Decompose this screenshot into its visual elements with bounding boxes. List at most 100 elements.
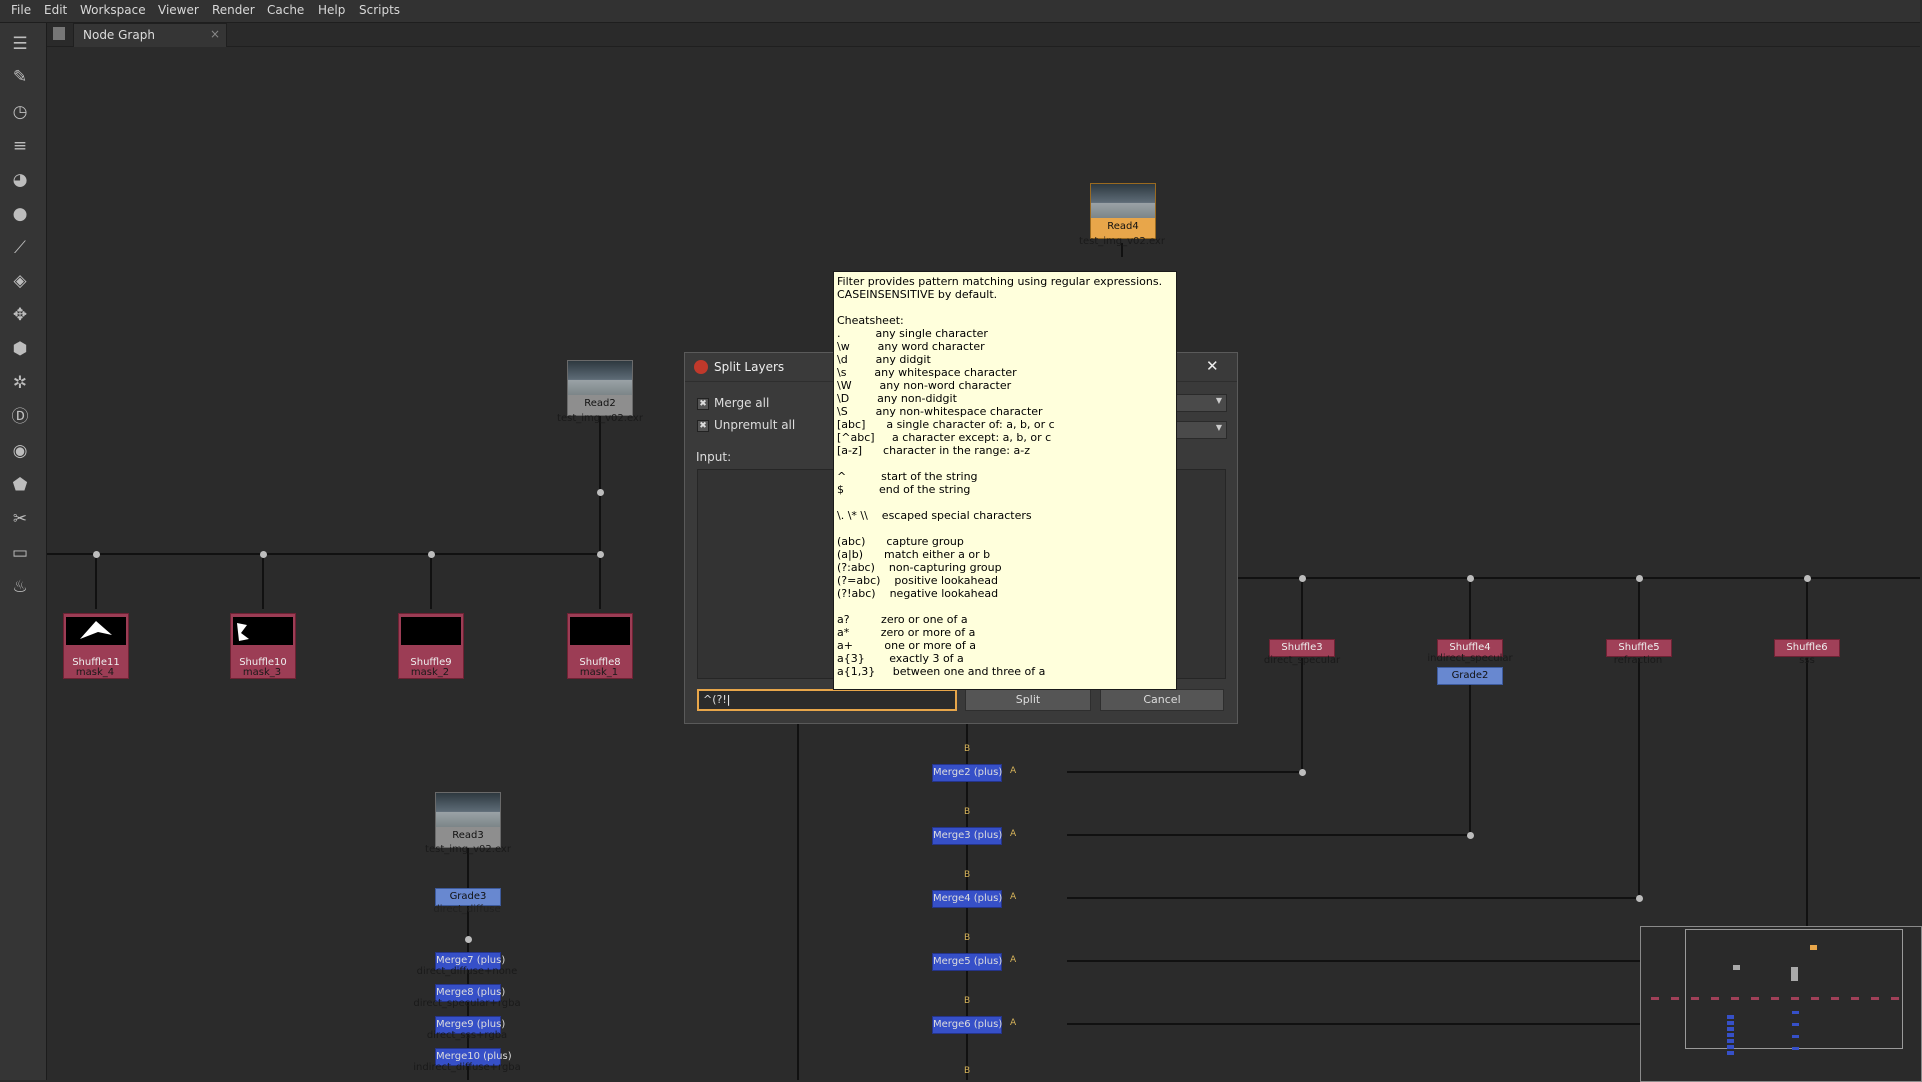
grade2-node[interactable]: Grade2 (1437, 667, 1503, 685)
chevron-down-icon: ▼ (1215, 423, 1222, 432)
dot-node[interactable] (1636, 895, 1643, 902)
tooltip-line: Cheatsheet: (837, 314, 904, 327)
color-icon[interactable]: ◕ (12, 170, 28, 190)
dialog-title: Split Layers (714, 360, 785, 374)
dot-node[interactable] (1467, 575, 1474, 582)
merge9-layer: direct_sss+rgba (426, 1030, 508, 1041)
layer-dropdown-2[interactable]: ▼ (1175, 421, 1227, 439)
tooltip-line: \W any non-word character (837, 379, 1012, 392)
read4-node[interactable]: Read4 (1090, 183, 1156, 239)
tooltip-line: ^ start of the string (837, 470, 978, 483)
menu-workspace[interactable]: Workspace (80, 3, 146, 17)
circle-icon[interactable]: ● (12, 204, 28, 224)
menu-help[interactable]: Help (318, 3, 346, 17)
unpremult-all-checkbox[interactable]: ✖ (697, 420, 709, 432)
cancel-button[interactable]: Cancel (1100, 689, 1224, 711)
shuffle4-node[interactable]: Shuffle4 (1437, 639, 1503, 657)
shuffle10-label: Shuffle10 (239, 657, 287, 668)
split-button[interactable]: Split (965, 689, 1091, 711)
dot-node[interactable] (93, 551, 100, 558)
transform-icon[interactable]: ✥ (12, 305, 28, 325)
merge5-node[interactable]: Merge5 (plus) (932, 953, 1002, 971)
input-b-label: B (964, 744, 971, 754)
particles-icon[interactable]: ✲ (12, 373, 28, 393)
shuffle9-node[interactable]: Shuffle9 (398, 613, 464, 679)
filter-input[interactable]: ^(?!| (697, 689, 957, 711)
menu-scripts[interactable]: Scripts (359, 3, 401, 17)
input-a-label: A (1010, 1018, 1017, 1028)
tooltip-line: \d any didgit (837, 353, 931, 366)
pen-icon[interactable]: ✎ (12, 67, 28, 87)
shuffle5-node[interactable]: Shuffle5 (1606, 639, 1672, 657)
fire-icon[interactable]: ♨ (12, 577, 28, 597)
menu-viewer[interactable]: Viewer (158, 3, 199, 17)
tag-icon[interactable]: ⬟ (12, 475, 28, 495)
merge10-node[interactable]: Merge10 (plus) (435, 1048, 512, 1066)
read2-label: Read2 (584, 398, 616, 409)
tooltip-line: \S any non-whitespace character (837, 405, 1043, 418)
tooltip-line: (?=abc) positive lookahead (837, 574, 998, 587)
shuffle9-layer: mask_2 (410, 667, 450, 678)
clock-icon[interactable]: ◷ (12, 102, 28, 122)
merge-all-checkbox[interactable]: ✖ (697, 398, 709, 410)
merge2-node[interactable]: Merge2 (plus) (932, 764, 1002, 782)
left-toolbar: ☰ ✎ ◷ ≡ ◕ ● ⟋ ◈ ✥ ⬢ ✲ Ⓓ ◉ ⬟ ✂ ▭ ♨ (0, 23, 47, 1080)
shuffle4-layer: indirect_specular (1427, 653, 1513, 664)
eye-icon[interactable]: ◉ (12, 441, 28, 461)
dot-node[interactable] (1467, 832, 1474, 839)
input-label: Input: (696, 450, 732, 464)
dot-node[interactable] (428, 551, 435, 558)
shuffle8-label: Shuffle8 (579, 657, 621, 668)
tooltip-line: Filter provides pattern matching using r… (837, 275, 1163, 288)
layers-list-icon[interactable]: ≡ (12, 136, 28, 156)
shuffle3-node[interactable]: Shuffle3 (1269, 639, 1335, 657)
dot-node[interactable] (1299, 769, 1306, 776)
merge7-node[interactable]: Merge7 (plus) (435, 952, 505, 970)
cube-icon[interactable]: ⬢ (12, 339, 28, 359)
merge9-node[interactable]: Merge9 (plus) (435, 1016, 505, 1034)
grade3-node[interactable]: Grade3 (435, 888, 501, 906)
drawer-icon[interactable]: ▭ (11, 543, 29, 563)
shuffle11-label: Shuffle11 (72, 657, 120, 668)
read3-node[interactable]: Read3 (435, 792, 501, 848)
shuffle6-node[interactable]: Shuffle6 (1774, 639, 1840, 657)
dot-node[interactable] (597, 489, 604, 496)
dot-node[interactable] (1636, 575, 1643, 582)
tools-icon[interactable]: ✂ (12, 509, 28, 529)
graph-minimap[interactable] (1640, 926, 1922, 1082)
grade3-layer: direct_diffuse (433, 904, 501, 915)
input-a-label: A (1010, 829, 1017, 839)
shuffle8-thumbnail (570, 617, 630, 645)
dot-node[interactable] (1804, 575, 1811, 582)
shuffle11-node[interactable]: Shuffle11 (63, 613, 129, 679)
dock-icon[interactable]: ☰ (12, 34, 28, 54)
menu-cache[interactable]: Cache (267, 3, 305, 17)
menu-edit[interactable]: Edit (44, 3, 68, 17)
dot-node[interactable] (1299, 575, 1306, 582)
merge4-node[interactable]: Merge4 (plus) (932, 890, 1002, 908)
menu-render[interactable]: Render (212, 3, 255, 17)
stack-icon[interactable]: ◈ (13, 271, 27, 291)
close-icon[interactable]: ✕ (1206, 357, 1219, 375)
pane-menu-icon[interactable] (53, 27, 65, 40)
curve-icon[interactable]: ⟋ (14, 238, 26, 258)
shuffle10-node[interactable]: Shuffle10 (230, 613, 296, 679)
tab-node-graph[interactable]: Node Graph × (73, 23, 227, 47)
dot-node[interactable] (597, 551, 604, 558)
read2-node[interactable]: Read2 (567, 360, 633, 416)
d-icon[interactable]: Ⓓ (11, 407, 29, 427)
layer-dropdown-1[interactable]: ▼ (1175, 394, 1227, 412)
tab-bar: Node Graph × (47, 23, 1920, 47)
menu-file[interactable]: File (11, 3, 32, 17)
merge6-node[interactable]: Merge6 (plus) (932, 1016, 1002, 1034)
merge8-node[interactable]: Merge8 (plus) (435, 984, 505, 1002)
dot-node[interactable] (260, 551, 267, 558)
merge3-node[interactable]: Merge3 (plus) (932, 827, 1002, 845)
close-icon[interactable]: × (210, 27, 221, 41)
minimap-node (1810, 945, 1817, 950)
shuffle8-node[interactable]: Shuffle8 (567, 613, 633, 679)
unpremult-all-label: Unpremult all (714, 418, 796, 432)
dot-node[interactable] (465, 936, 472, 943)
shuffle9-thumbnail (401, 617, 461, 645)
tooltip-line: (?!abc) negative lookahead (837, 587, 999, 600)
